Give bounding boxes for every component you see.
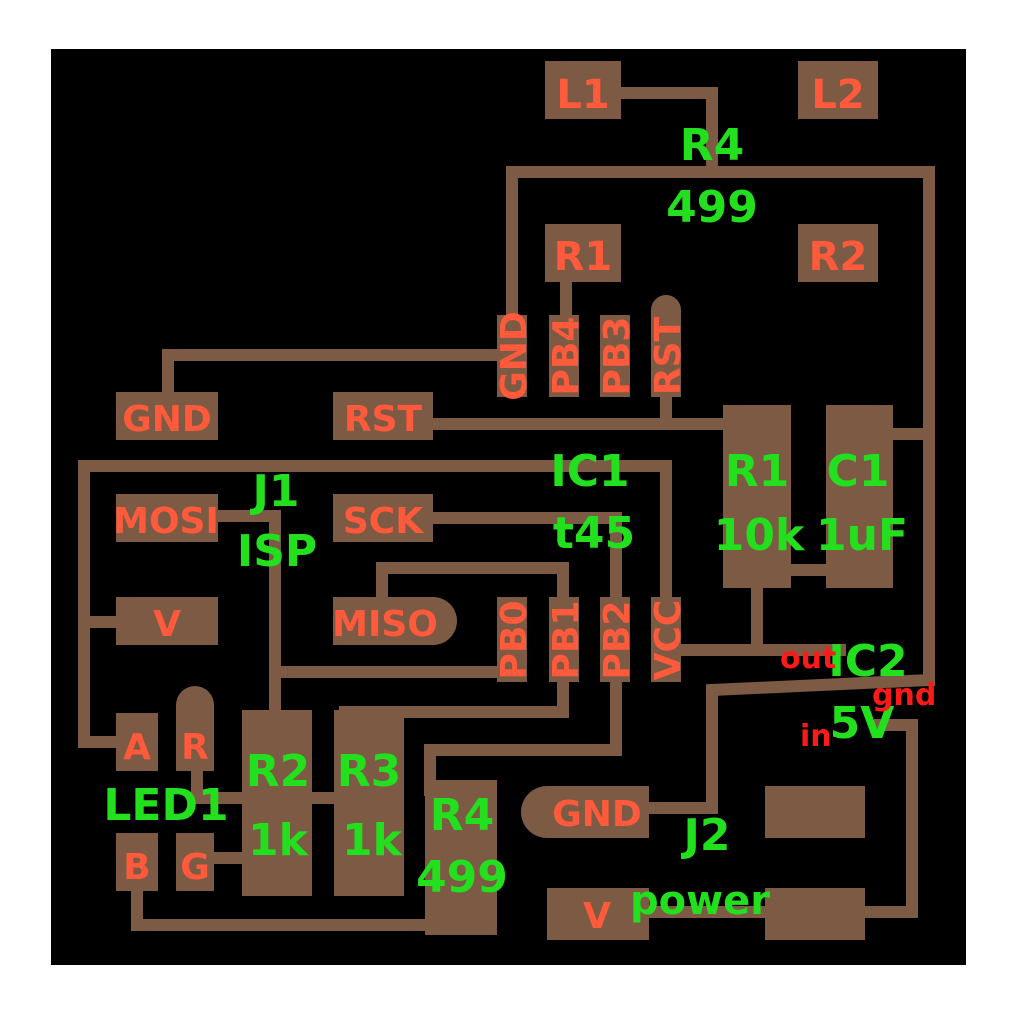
ic2-pin-out: out <box>780 641 836 676</box>
pad-miso-round <box>409 597 457 645</box>
label-isp-miso: MISO <box>332 604 438 645</box>
pad-ic-pb2 <box>600 597 630 682</box>
pad-r1-top <box>545 224 621 282</box>
trace-ic2-in <box>860 719 918 918</box>
silk-j1-name: J1 <box>250 466 300 517</box>
pad-r2-top <box>798 224 878 282</box>
pad-j2-right-bottom <box>765 888 865 940</box>
silk-r4-value: 499 <box>416 852 508 903</box>
label-isp-v: V <box>153 604 181 645</box>
label-r2-top: R2 <box>809 234 868 280</box>
silk-r4-name: R4 <box>430 790 495 841</box>
label-l2: L2 <box>811 72 864 118</box>
label-ic-rst: RST <box>648 316 689 395</box>
silk-j2-value: power <box>630 878 770 924</box>
pad-ic-gnd <box>497 315 527 397</box>
ic2-pin-in: in <box>800 719 832 754</box>
label-isp-mosi: MOSI <box>113 501 219 542</box>
pad-ic-pb3 <box>600 315 630 397</box>
pad-led-g <box>176 833 214 891</box>
pad-l1 <box>545 61 621 119</box>
label-j2-gnd: GND <box>552 794 642 835</box>
label-ic-vcc: VCC <box>648 600 689 681</box>
silkscreen: R4 499 IC1 t45 J1 ISP R1 10k C1 1uF IC2 … <box>103 120 908 924</box>
label-j2-v: V <box>583 896 611 937</box>
silk-r1-name: R1 <box>725 446 790 497</box>
label-led-a: A <box>123 727 151 768</box>
silk-ic2-value: 5V <box>830 698 895 749</box>
trace-sck <box>426 512 622 606</box>
pad-led-r-round <box>176 686 214 724</box>
label-l1: L1 <box>556 72 609 118</box>
silk-r4-top-name: R4 <box>680 120 745 171</box>
pad-isp-gnd <box>116 392 218 440</box>
pad-l2 <box>798 61 878 119</box>
pad-ic-pb4 <box>549 315 579 397</box>
pad-ic-pb1 <box>549 597 579 682</box>
pad-led-a <box>116 713 158 771</box>
silk-r3-name: R3 <box>337 746 402 797</box>
silk-c1-name: C1 <box>827 446 890 497</box>
ic2-pin-labels: out gnd in <box>780 641 936 754</box>
trace-pb1-r3 <box>339 676 569 718</box>
label-r1-top: R1 <box>554 234 613 280</box>
r4-bottom-copper <box>425 780 497 935</box>
silk-r2-name: R2 <box>246 746 311 797</box>
trace-mosi <box>212 510 281 716</box>
label-ic-pb1: PB1 <box>546 601 587 680</box>
label-ic-pb2: PB2 <box>597 601 638 680</box>
pad-isp-rst <box>333 392 433 440</box>
trace-miso <box>376 562 569 606</box>
silk-r3-value: 1k <box>342 815 404 866</box>
label-isp-rst: RST <box>344 399 423 440</box>
silk-ic1-value: t45 <box>553 508 635 559</box>
pad-led-b <box>116 833 158 891</box>
label-isp-gnd: GND <box>122 399 212 440</box>
trace-ic2-gnd <box>644 673 936 814</box>
pad-labels: L1 L2 R1 R2 GND RST MOSI SCK V MISO A R … <box>113 72 867 937</box>
pad-r3-body <box>334 710 404 896</box>
silk-r4-top-value: 499 <box>666 182 758 233</box>
pad-ic-vcc <box>651 597 681 682</box>
pad-isp-sck <box>333 494 433 542</box>
silk-c1-value: 1uF <box>816 510 908 561</box>
trace-left-loop <box>78 460 672 748</box>
trace-gnd-loop <box>506 166 935 686</box>
pad-ic-pb0 <box>497 597 527 682</box>
trace-l1-r4 <box>614 87 718 176</box>
pad-rst-round <box>651 295 681 325</box>
label-ic-pb4: PB4 <box>546 317 587 396</box>
label-led-b: B <box>123 847 150 888</box>
pad-isp-v <box>116 597 218 645</box>
pad-c1-body <box>826 405 893 588</box>
pad-r1-body <box>723 405 791 588</box>
silk-ic2-name: IC2 <box>828 636 907 687</box>
label-led-g: G <box>180 847 210 888</box>
silk-r2-value: 1k <box>248 815 310 866</box>
pads <box>116 61 893 940</box>
silk-led1-name: LED1 <box>103 780 228 831</box>
silk-ic1-name: IC1 <box>550 446 629 497</box>
trace-pb2-r4 <box>424 676 622 796</box>
pad-j2-right-top <box>765 786 865 838</box>
label-isp-sck: SCK <box>343 501 424 542</box>
pad-j2-v <box>547 888 649 940</box>
pad-r2-body <box>242 710 312 896</box>
trace-isp-gnd <box>162 349 506 406</box>
pad-j2-gnd-round <box>521 786 573 838</box>
silk-j1-value: ISP <box>237 526 317 577</box>
silk-j2-name: J2 <box>681 810 731 861</box>
pad-isp-mosi <box>116 494 218 542</box>
label-ic-gnd: GND <box>494 311 535 401</box>
label-led-r: R <box>181 727 209 768</box>
silk-r1-value: 10k <box>714 510 806 561</box>
ic2-pin-gnd: gnd <box>872 678 936 713</box>
label-ic-pb3: PB3 <box>597 317 638 396</box>
label-ic-pb0: PB0 <box>494 601 535 680</box>
